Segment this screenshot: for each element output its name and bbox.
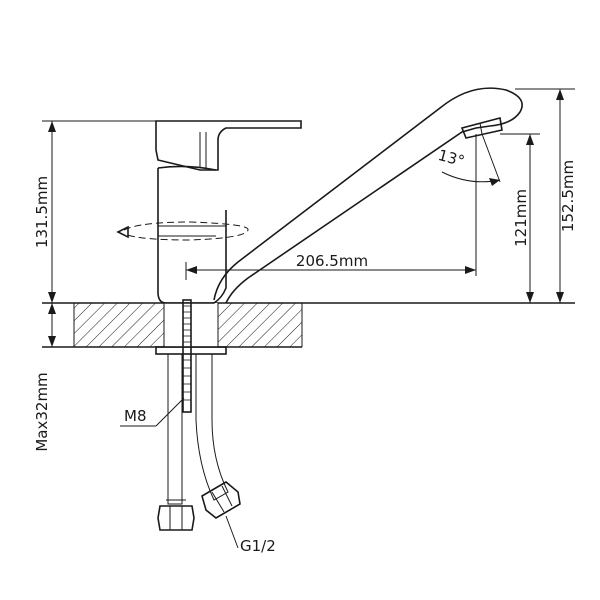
g12-label: G1/2 <box>240 537 276 555</box>
hose-right <box>195 353 229 501</box>
max-thickness-label: Max32mm <box>33 372 51 451</box>
dim-max-thickness: Max32mm <box>33 303 56 452</box>
faucet-body <box>155 120 302 304</box>
leader-m8: M8 <box>120 397 185 427</box>
body-height-label: 131.5mm <box>33 176 51 248</box>
hoses <box>157 299 241 531</box>
dim-angle: 13° <box>436 133 501 186</box>
m8-label: M8 <box>124 407 147 425</box>
m8-stud <box>182 299 192 413</box>
countertop <box>42 302 575 355</box>
rotation-arrow <box>116 225 129 239</box>
hose-left <box>167 353 183 505</box>
hose-nut-right <box>201 481 241 519</box>
dim-spout-height: 121mm <box>500 133 540 303</box>
hose-nut-left <box>157 505 195 531</box>
dim-body-height: 131.5mm <box>33 120 156 303</box>
dim-reach: 206.5mm <box>185 134 477 280</box>
angle-label: 13° <box>436 146 466 170</box>
reach-label: 206.5mm <box>296 252 368 270</box>
spout-height-label: 121mm <box>512 189 530 247</box>
spout <box>116 87 523 304</box>
dim-total-height: 152.5mm <box>515 88 577 303</box>
total-height-label: 152.5mm <box>559 160 577 232</box>
aerator <box>460 117 503 139</box>
leader-g12: G1/2 <box>225 515 276 555</box>
lever-handle <box>155 120 302 171</box>
